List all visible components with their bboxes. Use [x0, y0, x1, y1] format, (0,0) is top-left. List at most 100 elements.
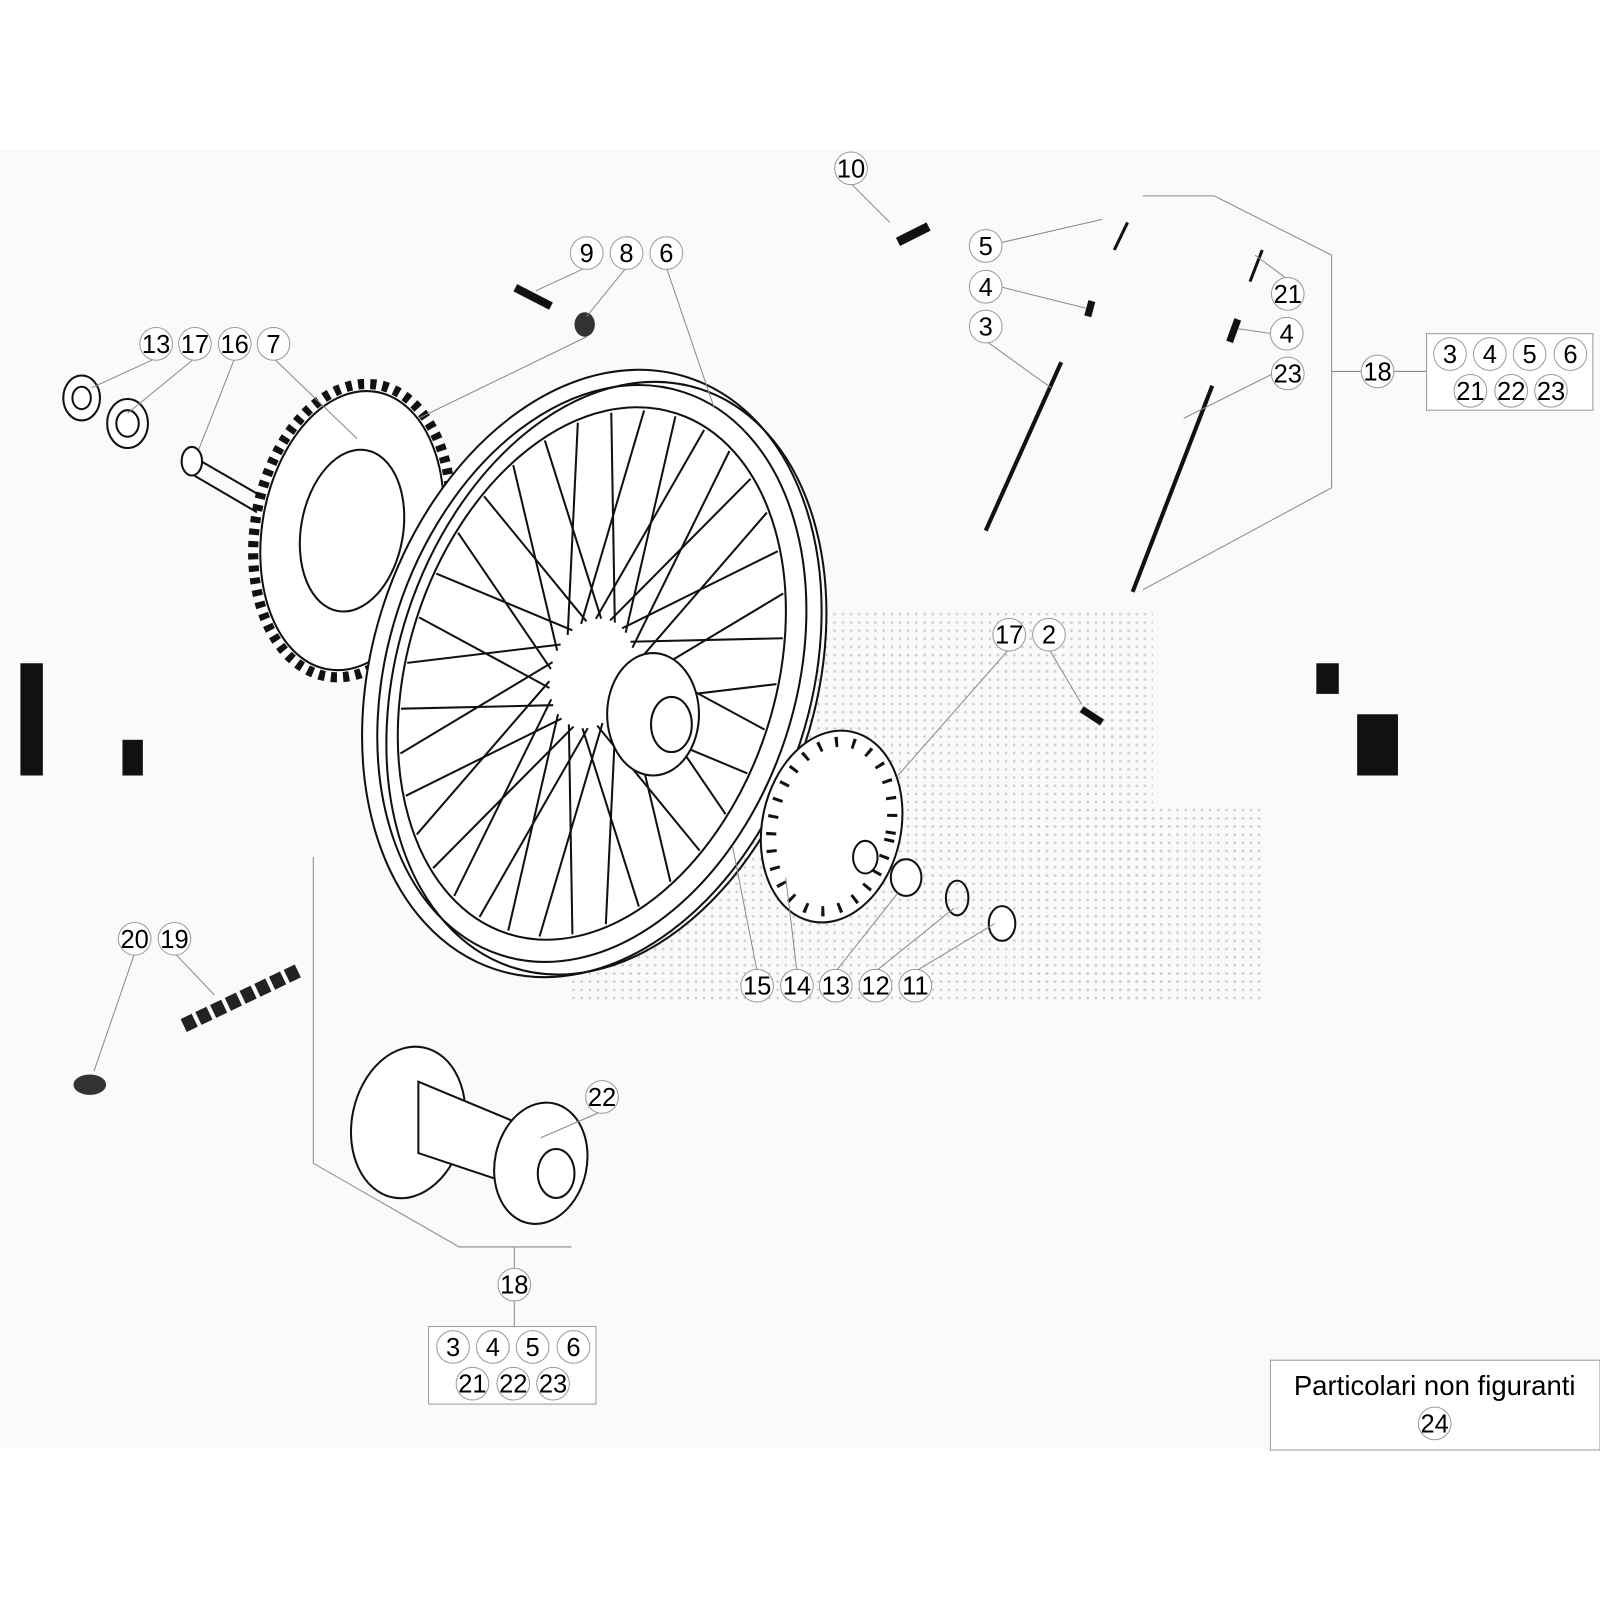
callout-circle: [217, 327, 252, 361]
callout[interactable]: 4: [1472, 337, 1507, 371]
callout[interactable]: 2: [1032, 617, 1066, 652]
wheel-spokes: [399, 410, 784, 937]
callout-24[interactable]: 24: [1417, 1406, 1452, 1441]
callout[interactable]: 17: [178, 327, 212, 361]
chain-clip: [73, 1074, 107, 1095]
callout[interactable]: 12: [858, 968, 893, 1003]
callout[interactable]: 6: [556, 1330, 591, 1364]
callout-label: 18: [1363, 358, 1391, 386]
callout-label: 23: [539, 1371, 567, 1399]
rear-wheel: [361, 368, 828, 979]
callout[interactable]: 23: [1534, 373, 1568, 408]
callout-label: 15: [743, 973, 771, 1001]
callout-circle: [455, 1366, 490, 1401]
callout-label: 6: [1563, 341, 1577, 369]
callout-label: 5: [526, 1334, 540, 1362]
callout[interactable]: 4: [968, 269, 1003, 304]
callout[interactable]: 20: [117, 921, 152, 956]
callout[interactable]: 8: [609, 236, 644, 270]
spoke: [621, 550, 779, 630]
spoke: [400, 704, 554, 710]
callout-circle: [1269, 316, 1304, 351]
callout-label: 22: [499, 1371, 527, 1399]
callout-circle: [898, 968, 933, 1003]
callout[interactable]: 14: [780, 968, 814, 1003]
wheel-hub: [606, 652, 700, 777]
callout[interactable]: 3: [968, 309, 1003, 344]
callout-label: 6: [566, 1334, 580, 1362]
callout-circle: [496, 1366, 531, 1401]
callout[interactable]: 4: [1269, 316, 1304, 351]
callout-circle: [1472, 337, 1507, 371]
callout[interactable]: 19: [157, 921, 192, 956]
callout[interactable]: 18: [497, 1267, 532, 1302]
callout[interactable]: 17: [992, 617, 1027, 652]
callout[interactable]: 15: [740, 968, 774, 1003]
callout-circle: [992, 617, 1027, 652]
spoke: [478, 727, 589, 918]
callout-circle: [1270, 277, 1305, 311]
callout[interactable]: 22: [496, 1366, 531, 1401]
callout[interactable]: 10: [834, 151, 868, 186]
callout-circle: [1270, 356, 1305, 391]
callout[interactable]: 6: [1553, 337, 1588, 371]
wheel-spacer: [889, 858, 923, 897]
callout-label: 13: [822, 973, 850, 1001]
callout[interactable]: 7: [256, 327, 291, 361]
note-box: Particolari non figuranti 24: [1269, 1359, 1600, 1451]
callout-label: 7: [266, 331, 280, 359]
callout-circle: [117, 921, 152, 956]
callout[interactable]: 23: [536, 1366, 570, 1401]
callout[interactable]: 18: [1360, 354, 1395, 389]
callout[interactable]: 21: [1453, 373, 1488, 408]
callout[interactable]: 11: [898, 968, 933, 1003]
spoke: [512, 464, 559, 651]
washer: [944, 879, 970, 917]
callout-circle: [1433, 337, 1467, 371]
brake-disc: [759, 729, 904, 924]
callout-label: 17: [181, 331, 209, 359]
sprocket-nut: [574, 312, 595, 337]
callout-circle: [1494, 373, 1529, 408]
callout-label: 22: [588, 1084, 616, 1112]
callout-circle: [497, 1267, 532, 1302]
spoke-parts: [983, 221, 1264, 593]
spoke: [580, 410, 646, 625]
callout-circle: [1453, 373, 1488, 408]
callout[interactable]: 9: [569, 236, 604, 270]
callout-label: 11: [902, 973, 928, 1001]
callout-circle: [780, 968, 814, 1003]
callout[interactable]: 22: [1494, 373, 1529, 408]
callout[interactable]: 21: [1270, 277, 1305, 311]
callout-circle: [256, 327, 291, 361]
callout[interactable]: 5: [515, 1330, 550, 1364]
callout-circle: [1553, 337, 1588, 371]
chain-link: [180, 962, 305, 1032]
callout[interactable]: 21: [455, 1366, 490, 1401]
callout-circle: [476, 1330, 510, 1364]
callout[interactable]: 13: [139, 327, 173, 361]
callout[interactable]: 5: [968, 229, 1003, 263]
callout-circle: [157, 921, 192, 956]
callout-label: 21: [458, 1371, 486, 1399]
callout[interactable]: 23: [1270, 356, 1305, 391]
callout[interactable]: 3: [1433, 337, 1467, 371]
callout[interactable]: 5: [1512, 337, 1547, 371]
callout-circle: [556, 1330, 591, 1364]
spoke: [432, 725, 575, 869]
callout[interactable]: 3: [436, 1330, 470, 1364]
callout-label: 4: [979, 274, 993, 302]
callout[interactable]: 4: [476, 1330, 510, 1364]
spoke: [538, 722, 604, 937]
note-text: Particolari non figuranti: [1294, 1370, 1576, 1401]
callout[interactable]: 13: [818, 968, 853, 1003]
callout-circle: [834, 151, 868, 186]
callout[interactable]: 22: [585, 1080, 619, 1114]
callout-circle: [569, 236, 604, 270]
callout-circle: [968, 309, 1003, 344]
callout-label: 12: [861, 973, 889, 1001]
callout[interactable]: 6: [649, 236, 684, 270]
callout[interactable]: 16: [217, 327, 252, 361]
